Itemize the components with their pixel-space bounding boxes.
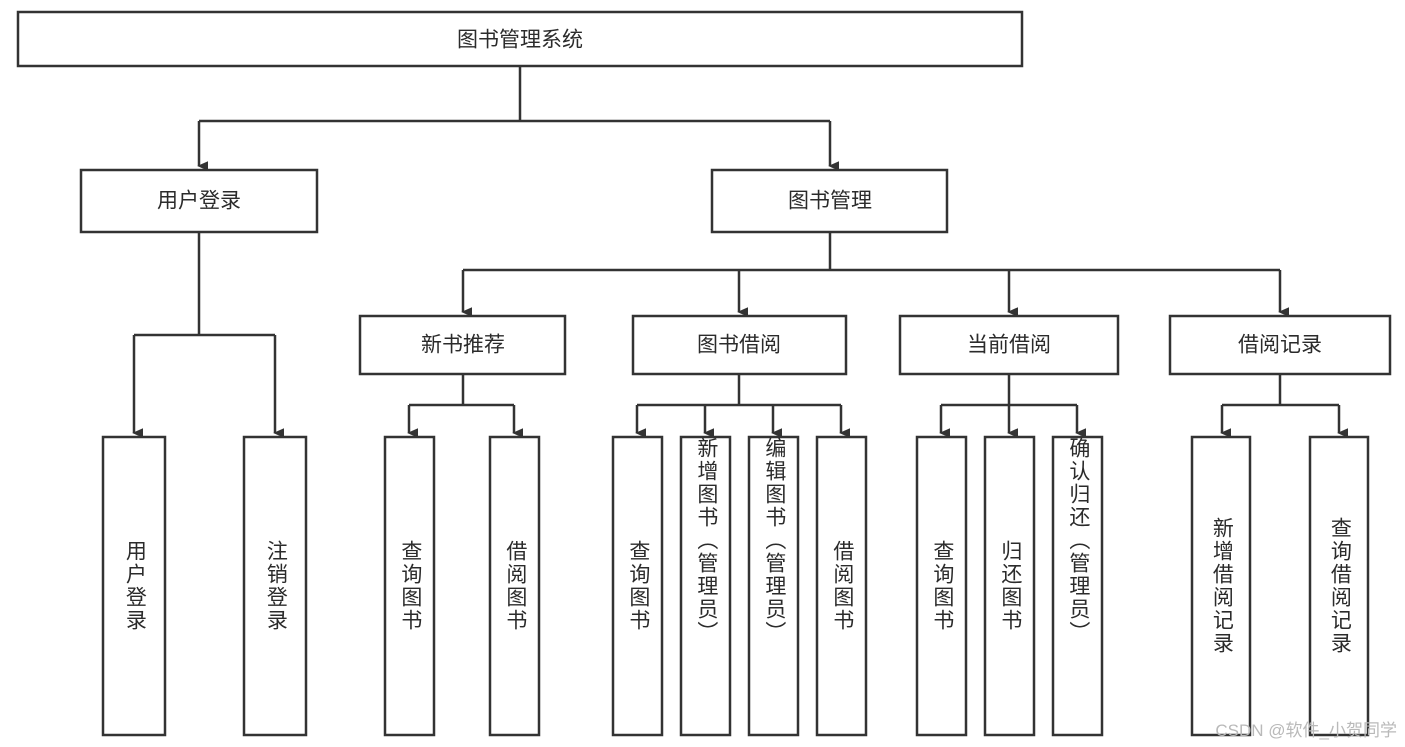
node-leaf-query-record-box[interactable] [1308, 435, 1370, 737]
node-leaf-user-login-box[interactable] [101, 435, 167, 737]
node-leaf-user-logout-box[interactable] [242, 435, 308, 737]
node-root-box [16, 10, 1024, 68]
node-current-borrow-box [898, 314, 1120, 376]
node-book-manage-label: 图书管理 [788, 190, 872, 213]
node-current-borrow[interactable]: 当前借阅 [898, 314, 1120, 376]
node-book-manage-box [710, 168, 949, 234]
node-leaf-borrow-book-2-box[interactable] [815, 435, 868, 737]
node-borrow-record-box [1168, 314, 1392, 376]
node-leaf-query-book-1-box[interactable] [383, 435, 436, 737]
node-root-label: 图书管理系统 [457, 29, 583, 52]
node-book-borrow[interactable]: 图书借阅 [631, 314, 848, 376]
node-leaf-add-book-box[interactable] [679, 435, 732, 737]
node-book-manage[interactable]: 图书管理 [710, 168, 949, 234]
node-leaf-query-book-2-box[interactable] [611, 435, 664, 737]
node-leaf-confirm-return-box[interactable] [1051, 435, 1104, 737]
node-borrow-record-label: 借阅记录 [1238, 334, 1322, 357]
node-new-book-recommend-box [358, 314, 567, 376]
node-book-borrow-label: 图书借阅 [697, 334, 781, 357]
node-user-login[interactable]: 用户登录 [79, 168, 319, 234]
node-leaf-borrow-book-1-box[interactable] [488, 435, 541, 737]
node-current-borrow-label: 当前借阅 [967, 334, 1051, 357]
node-new-book-recommend[interactable]: 新书推荐 [358, 314, 567, 376]
node-new-book-recommend-label: 新书推荐 [421, 334, 505, 357]
node-leaf-query-book-3-box[interactable] [915, 435, 968, 737]
node-book-borrow-box [631, 314, 848, 376]
node-leaf-add-record-box[interactable] [1190, 435, 1252, 737]
node-borrow-record[interactable]: 借阅记录 [1168, 314, 1392, 376]
node-user-login-label: 用户登录 [157, 190, 241, 213]
node-root[interactable]: 图书管理系统 [16, 10, 1024, 68]
csdn-watermark: CSDN @软件_小贺同学 [1215, 721, 1397, 740]
node-leaf-edit-book-box[interactable] [747, 435, 800, 737]
node-leaf-return-book-box[interactable] [983, 435, 1036, 737]
